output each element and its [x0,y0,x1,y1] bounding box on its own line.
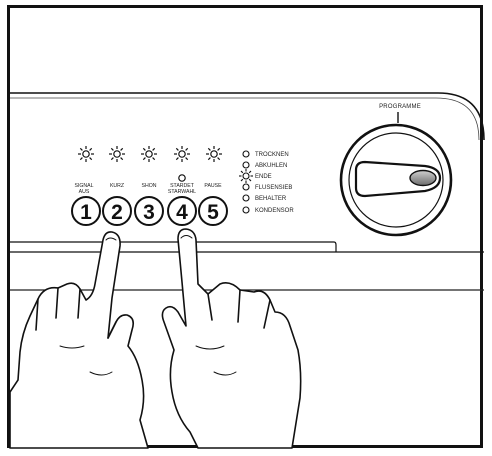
start-delay-button[interactable]: 4 [167,196,197,226]
start-delay-lamp-icon [178,174,186,182]
indicator-end-label: ENDE [255,174,272,180]
indicator-cooling-label: ABKUHLEN [255,163,287,169]
indicator-lamp-icon [242,183,250,191]
short-button[interactable]: 2 [102,196,132,226]
indicator-lamp-icon [242,150,250,158]
indicator-container-label: BEHALTER [255,196,287,202]
button-4-number: 4 [176,201,188,224]
indicator-lamp-icon [242,206,250,214]
dial-indicator-icon [409,169,437,187]
panel-top-edge [10,92,485,141]
right-hand-icon [161,228,302,449]
button-3-number: 3 [143,201,155,224]
indicator-lint-filter-label: FLUSENSIEB [255,185,292,191]
button-5-label: PAUSE [204,183,222,189]
button-2-label: KURZ [110,183,124,189]
gentle-button[interactable]: 3 [134,196,164,226]
button-4-label-line1: STARDET [170,183,195,189]
button-5-number: 5 [207,201,219,224]
button-strip-edge [10,241,337,252]
left-hand-icon [9,231,149,449]
program-dial-label: PROGRAMME [379,104,421,110]
panel-top-inner-edge [10,97,480,141]
program-selector-dial[interactable] [339,123,453,237]
button-lamp-icons [78,146,222,182]
lamp-sun-icon [78,146,94,162]
button-3-label: SHON [142,183,157,189]
button-4-label-line2: STARWAHL [168,189,196,195]
lamp-sun-icon [141,146,157,162]
button-1-label-line1: SIGNAL [74,183,93,189]
signal-off-button[interactable]: 1 [71,196,101,226]
button-1-number: 1 [80,201,92,224]
indicator-drying-label: TROCKNEN [255,152,289,158]
indicator-lamp-icon [242,161,250,169]
pause-button[interactable]: 5 [198,196,228,226]
button-1-label-line2: AUS [79,189,90,195]
indicator-end-sun-icon [239,169,253,183]
lamp-sun-icon [206,146,222,162]
lamp-sun-icon [109,146,125,162]
indicator-lamp-icon [242,194,250,202]
status-indicator-list: TROCKNEN ABKUHLEN ENDE FLUSENSIEB BEHALT… [239,150,294,214]
indicator-condenser-label: KONDENSOR [255,208,294,214]
lamp-sun-icon [174,146,190,162]
button-2-number: 2 [111,201,123,224]
